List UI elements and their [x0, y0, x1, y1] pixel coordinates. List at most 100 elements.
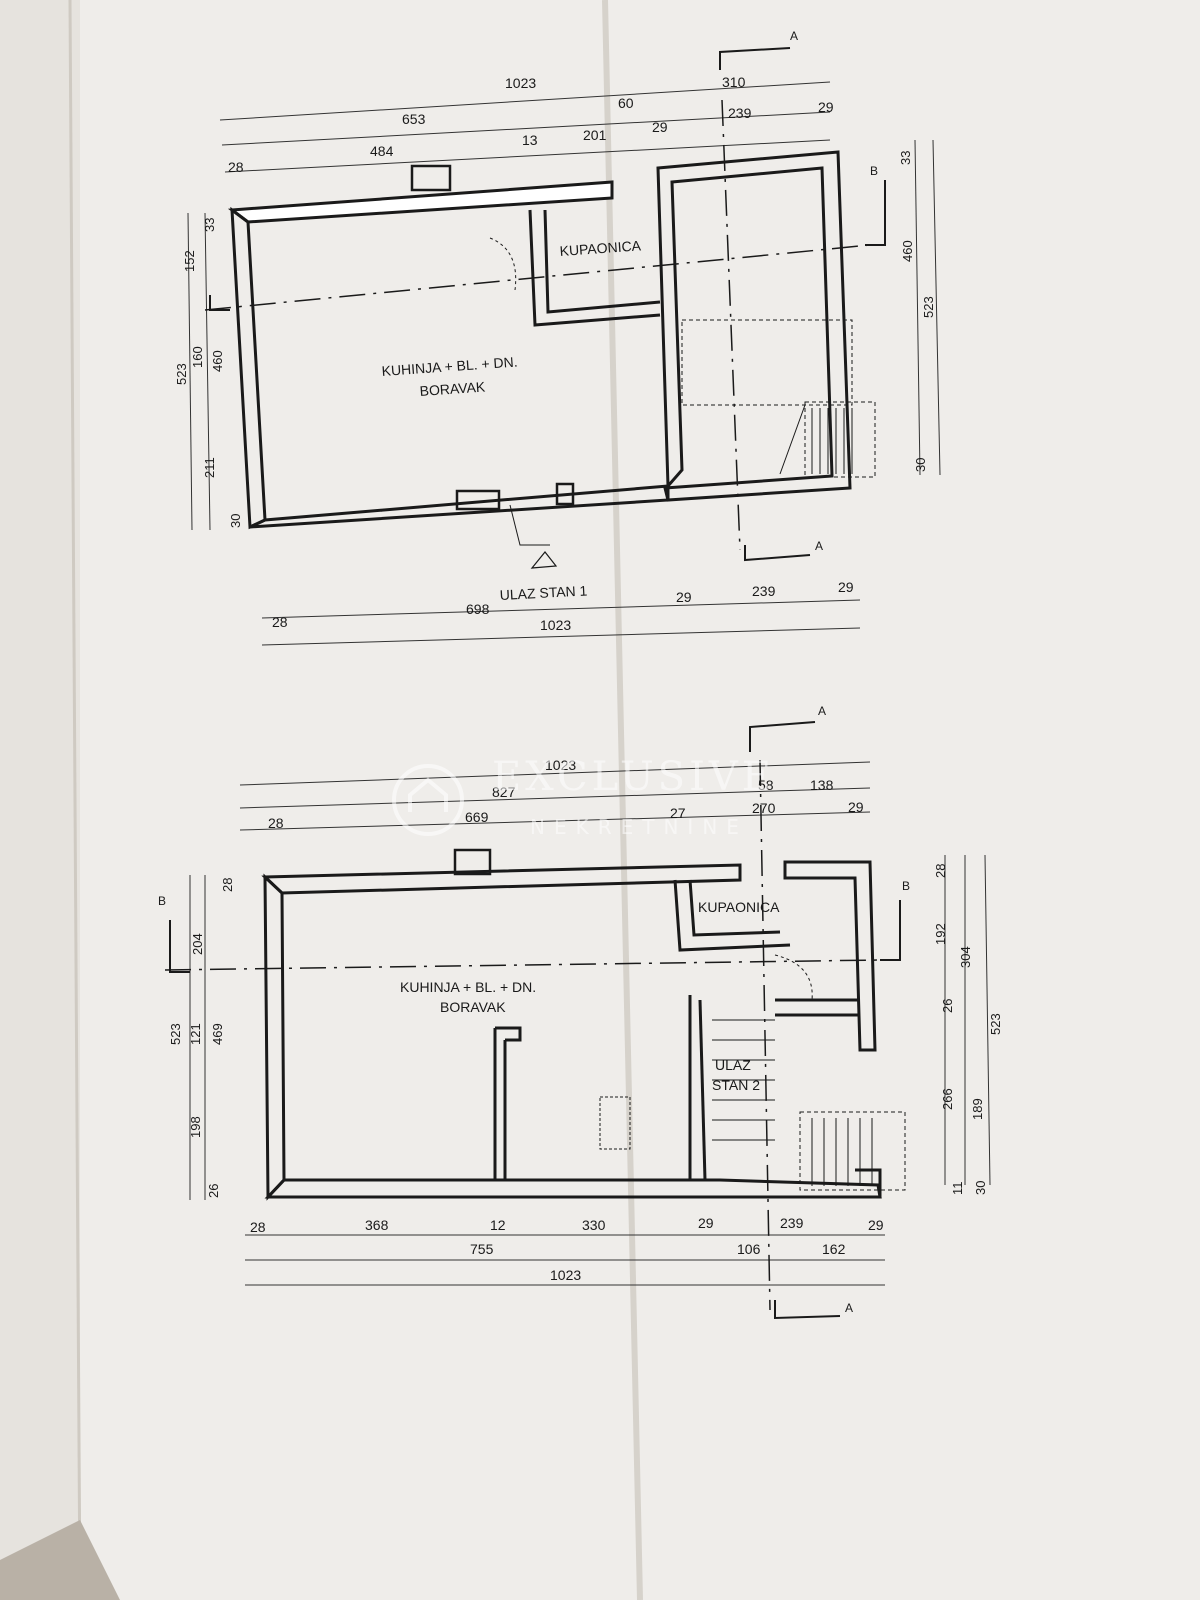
bottom-living-label-line1: KUHINJA + BL. + DN.	[400, 979, 536, 995]
bottom-plan-dimension-lines	[189, 761, 991, 1286]
bottom-bathroom-label: KUPAONICA	[698, 899, 780, 915]
bottom-bottom-dim-330: 330	[582, 1217, 606, 1233]
bottom-bottom-dim-368: 368	[365, 1217, 389, 1233]
watermark-logo-icon	[392, 764, 464, 836]
paper-bottom-corner	[0, 1520, 120, 1600]
bottom-bottom-dim-106: 106	[737, 1241, 761, 1257]
top-left-dim-211: 211	[202, 457, 217, 478]
top-section-lines	[204, 99, 871, 551]
top-window-pier-1	[455, 489, 501, 511]
top-section-b-right: B	[870, 164, 878, 178]
top-bottom-dim-29a: 29	[676, 589, 692, 605]
bottom-right-dim-304: 304	[958, 946, 973, 968]
top-entrance-door	[509, 504, 550, 546]
top-right-dim-33: 33	[898, 151, 913, 165]
bottom-left-dim-204: 204	[190, 933, 205, 955]
plan-top	[187, 47, 941, 646]
bottom-walls	[261, 860, 882, 1201]
top-dim-28: 28	[228, 159, 244, 175]
top-left-dim-30: 30	[228, 514, 243, 528]
bottom-right-dim-28: 28	[933, 864, 948, 878]
plan-bottom	[164, 721, 991, 1320]
top-bottom-dim-total: 1023	[540, 617, 571, 633]
bottom-section-markers	[169, 721, 901, 1320]
top-bottom-dim-29b: 29	[838, 579, 854, 595]
top-section-markers	[209, 47, 886, 562]
bottom-skylight	[599, 1096, 631, 1150]
bottom-left-dim-469: 469	[210, 1023, 225, 1045]
watermark-house-icon	[408, 777, 448, 812]
top-right-dim-523: 523	[921, 296, 936, 318]
watermark-brand: EXCLUSIVE	[492, 754, 775, 800]
bottom-right-dim-523: 523	[988, 1013, 1003, 1035]
paper-left-sheet	[0, 0, 80, 1600]
top-dim-29b: 29	[818, 99, 834, 115]
bottom-right-dim-11: 11	[950, 1182, 965, 1196]
bottom-left-dim-523: 523	[168, 1023, 183, 1045]
bottom-bottom-dim-162: 162	[822, 1241, 846, 1257]
bottom-left-dim-198: 198	[188, 1116, 203, 1138]
top-dim-60: 60	[618, 95, 634, 111]
bottom-door-swing	[774, 954, 813, 1001]
bottom-section-a-top: A	[818, 704, 826, 718]
bottom-dim-27: 27	[670, 805, 686, 821]
bottom-bottom-dim-239: 239	[780, 1215, 804, 1231]
bottom-right-dim-26: 26	[940, 999, 955, 1013]
bottom-dim-827: 827	[492, 784, 516, 800]
bottom-dim-138: 138	[810, 777, 834, 793]
bottom-living-label-line2: BORAVAK	[440, 999, 506, 1015]
bottom-right-dim-30: 30	[973, 1181, 988, 1195]
top-dim-653: 653	[402, 111, 426, 127]
top-dim-total: 1023	[505, 75, 536, 91]
top-dim-310: 310	[722, 74, 746, 90]
bottom-left-dim-121: 121	[188, 1023, 203, 1045]
top-bottom-dim-239: 239	[752, 583, 776, 599]
top-left-dim-total: 523	[174, 363, 189, 385]
bottom-dim-669: 669	[465, 809, 489, 825]
top-entrance-label: ULAZ STAN 1	[499, 582, 588, 603]
top-section-a-bottom: A	[815, 539, 823, 553]
top-left-dim-160: 160	[190, 346, 205, 368]
top-dim-484: 484	[370, 143, 394, 159]
bottom-entrance-label-line1: ULAZ	[715, 1057, 751, 1073]
bottom-bottom-dim-28: 28	[250, 1219, 266, 1235]
watermark: EXCLUSIVE NEKRETNINE	[392, 754, 775, 839]
top-bottom-dim-698: 698	[466, 601, 490, 617]
bottom-bottom-dim-total: 1023	[550, 1267, 581, 1283]
bottom-entrance-label-line2: STAN 2	[712, 1077, 760, 1093]
bottom-section-lines	[164, 759, 881, 1311]
top-right-dim-460: 460	[900, 240, 915, 262]
top-window-pier-2	[555, 482, 575, 506]
bottom-dim-29: 29	[848, 799, 864, 815]
top-section-a-top: A	[790, 29, 798, 43]
bottom-dim-total: 1023	[545, 757, 576, 773]
bottom-bottom-dim-29a: 29	[698, 1215, 714, 1231]
watermark-subtitle: NEKRETNINE	[530, 815, 748, 839]
bottom-right-dim-189: 189	[970, 1098, 985, 1120]
paper-edge	[68, 0, 82, 1600]
bottom-left-dim-26: 26	[206, 1184, 221, 1198]
top-stairs	[681, 319, 876, 478]
bottom-dim-270: 270	[752, 800, 776, 816]
bottom-stairs	[712, 1019, 906, 1191]
top-chimney	[410, 164, 452, 192]
bottom-dim-28: 28	[268, 815, 284, 831]
top-walls	[227, 150, 852, 530]
bottom-bottom-dim-29b: 29	[868, 1217, 884, 1233]
bottom-section-b-left: B	[158, 894, 166, 908]
top-left-dim-460: 460	[210, 350, 225, 372]
top-dim-29a: 29	[652, 119, 668, 135]
bottom-bottom-dim-12: 12	[490, 1217, 506, 1233]
top-bottom-dim-28: 28	[272, 614, 288, 630]
top-right-dim-30: 30	[913, 458, 928, 472]
top-living-label-line2: BORAVAK	[419, 378, 486, 399]
top-entrance-arrow	[530, 551, 558, 569]
top-bathroom-label: KUPAONICA	[559, 237, 642, 259]
top-door-swing	[489, 237, 517, 291]
bottom-left-dim-28: 28	[220, 878, 235, 892]
paper-fold-line	[602, 0, 643, 1600]
bottom-right-dim-192: 192	[933, 923, 948, 945]
top-left-dim-33: 33	[202, 218, 217, 232]
